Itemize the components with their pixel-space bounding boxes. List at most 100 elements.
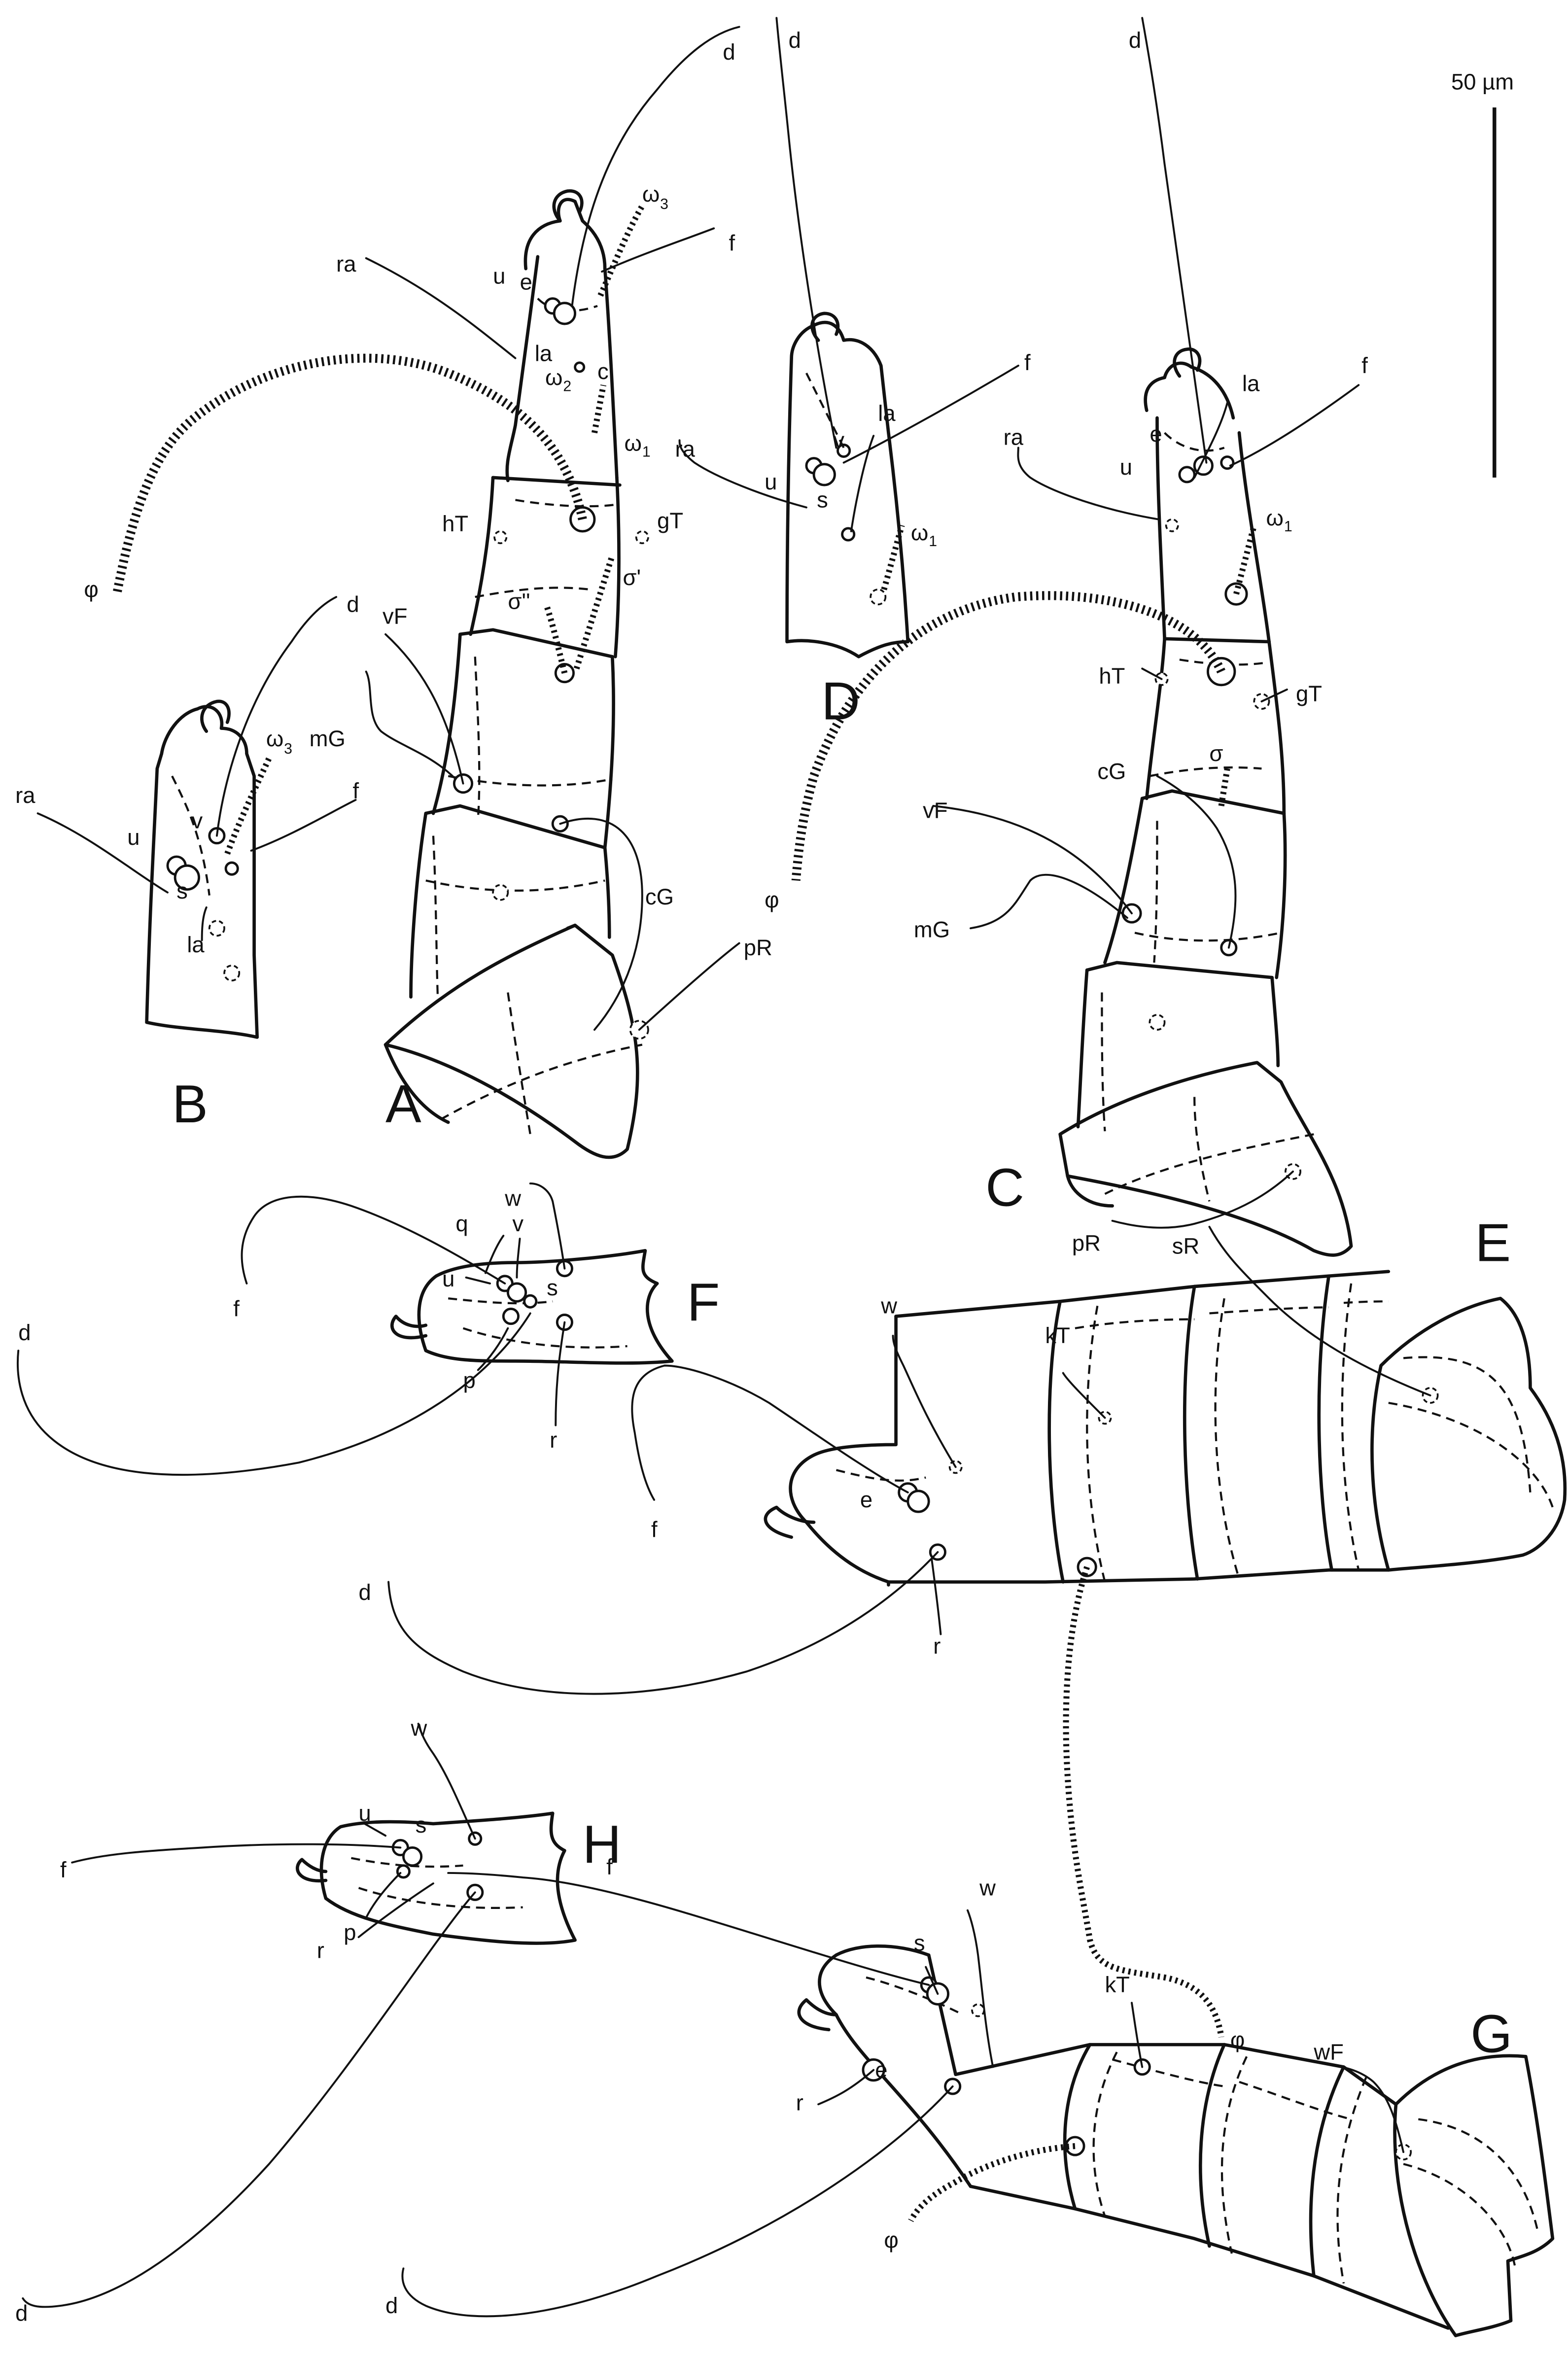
panel-f-label-r: r	[550, 1427, 557, 1453]
panel-b-label-f: f	[352, 778, 359, 803]
panel-d-letter: D	[821, 671, 860, 731]
panel-c-label-vF: vF	[923, 798, 947, 823]
panel-a-label-gT: gT	[657, 508, 683, 533]
panel-g-label-wF: wF	[1313, 2039, 1344, 2064]
panel-e-label-d: d	[359, 1580, 371, 1605]
panel-c-label-la: la	[1242, 371, 1260, 396]
panel-f-label-u: u	[442, 1266, 454, 1291]
panel-b-label-d: d	[347, 591, 359, 617]
panel-b-label-la: la	[187, 932, 205, 957]
panel-a: d ω 3 f ra u e la ω 2 c ω 1 φ hT gT σ' σ…	[84, 26, 772, 1159]
panel-a-letter: A	[385, 1074, 421, 1134]
panel-h-label-r: r	[317, 1938, 324, 1963]
panel-e-label-r: r	[933, 1633, 941, 1659]
panel-b-label-v: v	[191, 808, 203, 833]
panel-a-label-omega1-sub: 1	[642, 444, 651, 460]
scale-bar: 50 µm	[1451, 69, 1514, 478]
panel-a-label-omega3: ω	[642, 181, 660, 207]
panel-b-label-u: u	[127, 825, 139, 850]
panel-c-label-gT: gT	[1296, 681, 1322, 706]
panel-g-label-r: r	[796, 2090, 803, 2115]
panel-b-label-omega3-sub: 3	[284, 741, 292, 757]
panel-a-label-la: la	[535, 341, 553, 366]
panel-c-label-hT: hT	[1099, 663, 1125, 689]
panel-g-label-phi-lower: φ	[884, 2227, 898, 2253]
panel-f: w q v f u s d p r F	[16, 1182, 720, 1476]
panel-a-label-sigma-prime: σ'	[623, 565, 641, 590]
panel-h-letter: H	[583, 1814, 622, 1874]
panel-d-label-omega1-sub: 1	[929, 533, 937, 550]
panel-c-label-ra: ra	[1004, 424, 1024, 450]
panel-g-label-s: s	[914, 1930, 925, 1955]
panel-f-label-w: w	[504, 1186, 521, 1211]
panel-b: d ω 3 ra u v f s la B	[15, 591, 359, 1134]
panel-g-label-w: w	[979, 1875, 996, 1900]
panel-a-label-omega2-sub: 2	[563, 378, 571, 394]
panel-d-label-ra: ra	[675, 437, 695, 462]
panel-e-letter: E	[1475, 1213, 1511, 1273]
panel-a-label-omega3-sub: 3	[660, 196, 668, 212]
panel-a-label-phi: φ	[84, 577, 98, 602]
panel-h: w u s f p r d H	[15, 1715, 621, 2325]
panel-a-label-cG: cG	[645, 884, 674, 909]
panel-b-label-ra: ra	[15, 783, 35, 808]
panel-c-label-d: d	[1129, 28, 1141, 53]
panel-h-label-s: s	[416, 1812, 427, 1838]
panel-c: d la f ra u e ω 1 φ hT gT cG σ vF mG pR …	[765, 17, 1368, 1257]
panel-h-label-d: d	[15, 2300, 28, 2325]
panel-d-label-la: la	[878, 401, 896, 426]
panel-c-label-omega1-sub: 1	[1284, 519, 1292, 535]
panel-g-label-kT: kT	[1105, 1972, 1129, 1997]
panel-g-label-e: e	[875, 2057, 887, 2082]
panel-f-label-q: q	[455, 1211, 468, 1236]
panel-c-label-cG: cG	[1097, 759, 1126, 784]
panel-a-label-ra: ra	[336, 251, 356, 277]
panel-b-label-s: s	[176, 878, 188, 903]
panel-h-label-f: f	[60, 1857, 67, 1882]
scale-bar-label: 50 µm	[1451, 69, 1514, 95]
panel-a-label-omega2: ω	[545, 365, 562, 390]
panel-g: f s w kT φ wF r e d φ G	[385, 1854, 1555, 2337]
panel-e: sR w kT f e d r E	[359, 1213, 1567, 2038]
panel-a-label-pR: pR	[744, 935, 772, 960]
panel-f-label-v: v	[512, 1211, 523, 1236]
panel-d-label-f: f	[1024, 350, 1031, 375]
panel-a-label-d: d	[723, 39, 735, 65]
panel-c-label-u: u	[1120, 454, 1132, 480]
panel-g-letter: G	[1470, 2004, 1512, 2064]
panel-e-label-sR: sR	[1172, 1233, 1200, 1258]
panel-g-label-d: d	[385, 2293, 398, 2318]
panel-f-label-s: s	[547, 1275, 558, 1300]
panel-g-label-f: f	[606, 1854, 613, 1879]
panel-f-label-d: d	[18, 1320, 31, 1345]
panel-h-label-p: p	[344, 1920, 356, 1945]
panel-b-label-omega3: ω	[266, 726, 283, 751]
panel-a-label-mG: mG	[310, 726, 346, 751]
panel-c-label-pR: pR	[1072, 1230, 1101, 1255]
panel-d-label-v: v	[833, 427, 844, 452]
panel-d-label-s: s	[817, 487, 828, 512]
panel-d-label-u: u	[765, 469, 777, 494]
panel-f-letter: F	[687, 1273, 720, 1333]
panel-c-letter: C	[985, 1158, 1024, 1218]
panel-f-label-f: f	[233, 1296, 240, 1321]
panel-h-label-w: w	[411, 1715, 427, 1740]
panel-a-label-e: e	[520, 269, 532, 294]
panel-d: d la f ra u v s ω 1 D	[675, 17, 1031, 731]
panel-b-letter: B	[172, 1074, 208, 1134]
panel-c-label-sigma: σ	[1209, 741, 1223, 766]
panel-a-label-omega1: ω	[625, 430, 642, 455]
panel-e-label-f: f	[651, 1517, 658, 1542]
panel-a-label-c: c	[597, 359, 609, 384]
panel-c-label-mG: mG	[914, 917, 950, 942]
panel-a-label-f: f	[729, 231, 735, 256]
panel-h-label-u: u	[359, 1801, 371, 1826]
panel-e-label-w: w	[880, 1293, 897, 1318]
panel-c-label-f: f	[1361, 353, 1368, 378]
panel-a-label-hT: hT	[442, 511, 468, 536]
panel-c-label-phi: φ	[765, 887, 779, 912]
panel-a-label-sigma-double-prime: σ''	[508, 589, 530, 614]
panel-e-label-kT: kT	[1045, 1323, 1070, 1348]
